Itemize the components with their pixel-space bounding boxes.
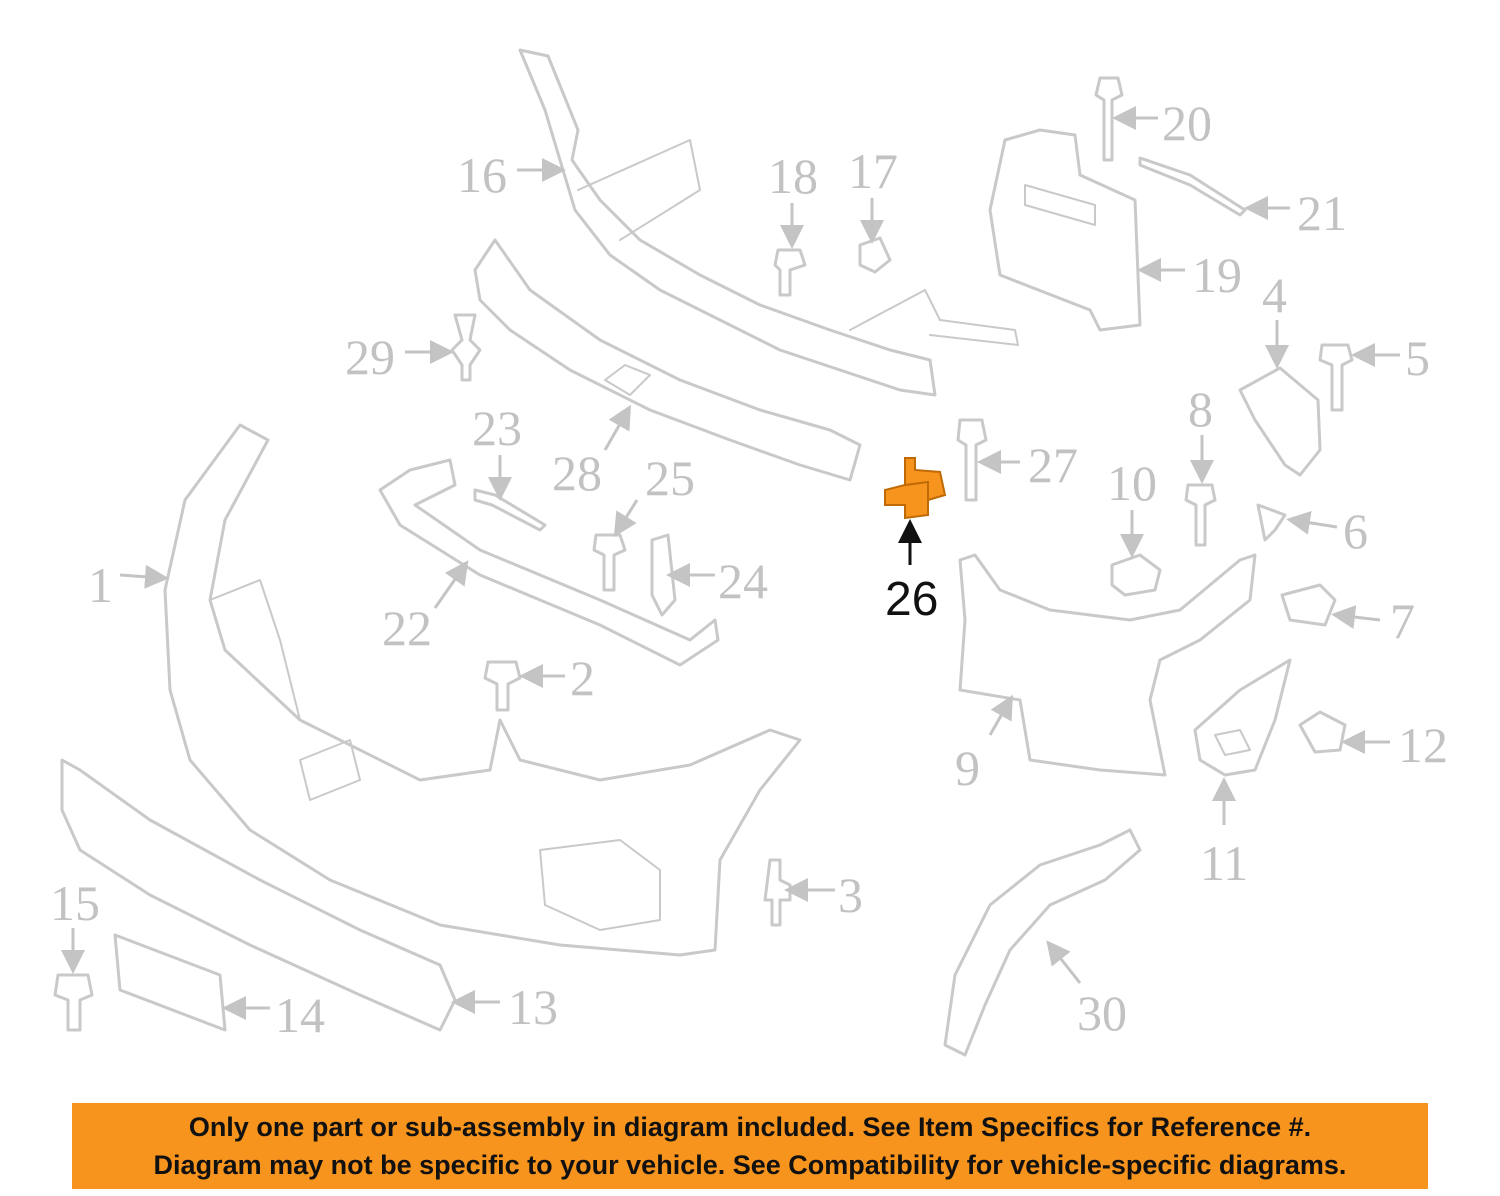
callout-11: 11 xyxy=(1200,835,1248,891)
callout-17: 17 xyxy=(848,143,898,199)
part-16-upper-carrier xyxy=(518,48,1019,397)
callout-29: 29 xyxy=(345,329,395,385)
disclaimer-banner: Only one part or sub-assembly in diagram… xyxy=(72,1103,1428,1189)
callout-labels: 1 2 3 4 5 6 7 8 9 10 11 12 13 14 15 16 1… xyxy=(50,95,1448,1043)
part-22-bar xyxy=(378,458,720,667)
callout-12: 12 xyxy=(1398,717,1448,773)
callout-27: 27 xyxy=(1028,437,1078,493)
part-13-lower-strip xyxy=(60,758,457,1032)
callout-16: 16 xyxy=(457,147,507,203)
part-1-bumper-cover xyxy=(163,423,802,957)
callout-21: 21 xyxy=(1297,185,1347,241)
part-19-bracket xyxy=(988,128,1142,332)
part-3-rivet xyxy=(763,858,792,927)
callout-1: 1 xyxy=(88,557,113,613)
callout-22: 22 xyxy=(382,600,432,656)
callout-14: 14 xyxy=(275,987,325,1043)
callout-7: 7 xyxy=(1390,593,1415,649)
part-20-bolt xyxy=(1094,76,1124,162)
callout-30: 30 xyxy=(1077,985,1127,1041)
callout-4: 4 xyxy=(1262,267,1287,323)
part-8-screw xyxy=(1184,483,1217,547)
part-5-screw xyxy=(1318,343,1354,412)
callout-26: 26 xyxy=(885,573,938,626)
callout-2: 2 xyxy=(570,650,595,706)
callout-23: 23 xyxy=(472,400,522,456)
part-21-trim xyxy=(1138,156,1247,217)
part-18-bolt xyxy=(773,248,807,297)
callout-24: 24 xyxy=(718,553,768,609)
part-26-highlighted-bracket xyxy=(884,457,947,520)
callout-6: 6 xyxy=(1343,503,1368,559)
part-2-screw xyxy=(483,660,522,712)
part-29-clip xyxy=(450,313,482,382)
callout-15: 15 xyxy=(50,875,100,931)
callout-13: 13 xyxy=(508,979,558,1035)
callout-20: 20 xyxy=(1162,95,1212,151)
callout-25: 25 xyxy=(645,450,695,506)
part-28-lower-carrier xyxy=(473,238,862,482)
callout-18: 18 xyxy=(768,148,818,204)
part-7-nut xyxy=(1280,583,1337,627)
part-4-side-grille xyxy=(1238,366,1322,477)
callout-28: 28 xyxy=(552,445,602,501)
disclaimer-line-1: Only one part or sub-assembly in diagram… xyxy=(188,1112,1312,1142)
callout-arrows xyxy=(61,106,1400,1020)
callout-10: 10 xyxy=(1107,455,1157,511)
callout-3: 3 xyxy=(838,867,863,923)
part-15-screw xyxy=(53,973,94,1032)
part-30-arch-trim xyxy=(943,828,1142,1057)
part-23-bracket xyxy=(473,488,547,532)
part-6-clip xyxy=(1256,503,1287,542)
callout-9: 9 xyxy=(955,740,980,796)
part-25-bolt xyxy=(592,533,627,592)
part-14-plate-bracket xyxy=(113,933,227,1032)
part-12-nut xyxy=(1298,710,1347,754)
part-24-bracket xyxy=(650,533,677,617)
callout-19: 19 xyxy=(1192,247,1242,303)
part-10-nut xyxy=(1110,553,1162,597)
callout-5: 5 xyxy=(1405,330,1430,386)
disclaimer-line-2: Diagram may not be specific to your vehi… xyxy=(153,1150,1347,1180)
part-17-clip xyxy=(858,236,892,274)
callout-8: 8 xyxy=(1188,381,1213,437)
part-11-bracket xyxy=(1193,658,1292,777)
part-27-bolt xyxy=(956,418,988,502)
part-9-grille-carrier xyxy=(958,553,1257,777)
